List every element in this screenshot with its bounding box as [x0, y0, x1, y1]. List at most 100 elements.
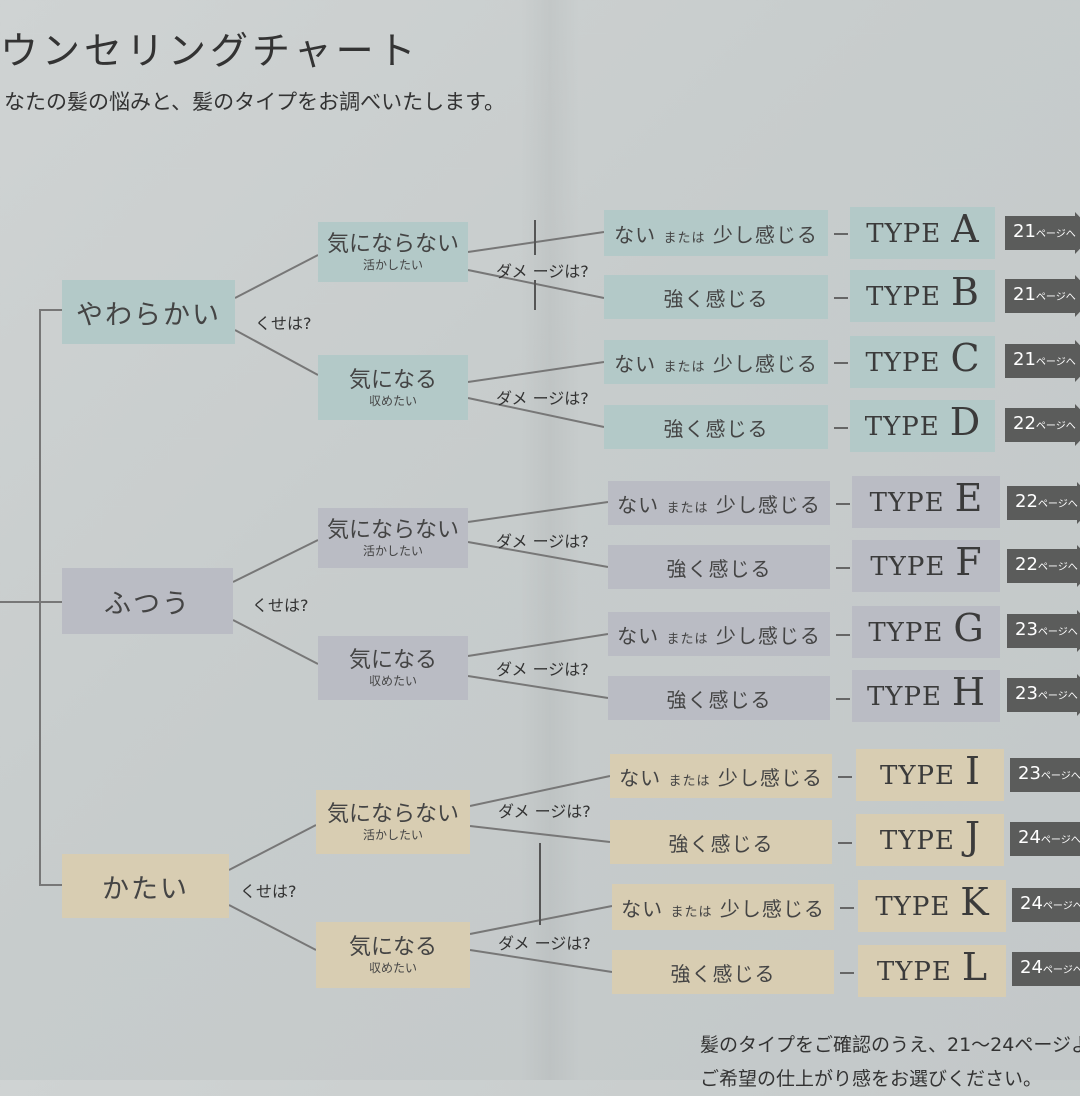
- group-normal-not-mind: 気にならない活かしたい: [318, 508, 468, 568]
- group-normal-mind: 気になる収めたい: [318, 636, 468, 700]
- answer-low: ない または 少し感じる: [608, 612, 830, 656]
- answer-high: 強く感じる: [608, 545, 830, 589]
- page-arrow-b: 21ページへ: [1005, 275, 1080, 317]
- page-arrow-l: 24ページへ: [1012, 948, 1080, 990]
- dash: [838, 776, 852, 778]
- page-arrow-f: 22ページへ: [1007, 545, 1080, 587]
- mid-main-label: 気になる: [348, 367, 437, 393]
- page-subtitle: なたの髪の悩みと、髪のタイプをお調べいたします。: [4, 90, 506, 114]
- page-number-label: 23ページへ: [1015, 683, 1078, 704]
- damage-question: ダメ ージは?: [496, 660, 589, 679]
- answer-high: 強く感じる: [612, 950, 834, 994]
- page-arrow-c: 21ページへ: [1005, 340, 1080, 382]
- group-hard: かたい: [62, 854, 229, 918]
- arrow-shape-icon: [1007, 610, 1080, 652]
- answer-low: ない または 少し感じる: [610, 754, 832, 798]
- arrow-shape-icon: [1012, 952, 1080, 986]
- answer-high: 強く感じる: [604, 405, 828, 449]
- arrow-shape-icon: [1005, 275, 1080, 317]
- page-number-label: 21ページへ: [1013, 284, 1076, 305]
- damage-question: ダメ ージは?: [496, 389, 589, 408]
- arrow-shape-icon: [1007, 674, 1080, 716]
- dash: [834, 297, 848, 299]
- mid-sub-label: 活かしたい: [362, 828, 423, 842]
- damage-question: ダメ ージは?: [496, 532, 589, 551]
- group-hard-label: かたい: [102, 873, 189, 905]
- answer-high: 強く感じる: [604, 275, 828, 319]
- footer-line-1: 髪のタイプをご確認のうえ、21〜24ページよ: [700, 1034, 1080, 1056]
- damage-question: ダメ ージは?: [496, 262, 589, 281]
- page-number-label: 22ページへ: [1015, 554, 1078, 575]
- mid-main-label: 気になる: [348, 935, 437, 960]
- mid-main-label: 気にならない: [326, 802, 459, 827]
- answer-high: 強く感じる: [608, 676, 830, 720]
- answer-low: ない または 少し感じる: [604, 340, 828, 384]
- page-title: ウンセリングチャート: [0, 29, 420, 73]
- mid-main-label: 気にならない: [326, 518, 459, 543]
- page-number-label: 22ページへ: [1015, 491, 1078, 512]
- damage-question: ダメ ージは?: [498, 934, 591, 953]
- page-arrow-h: 23ページへ: [1007, 674, 1080, 716]
- dash: [838, 842, 852, 844]
- page-number-label: 23ページへ: [1018, 763, 1080, 784]
- page-number-label: 23ページへ: [1015, 619, 1078, 640]
- mid-main-label: 気にならない: [326, 232, 459, 257]
- group-hard-mind: 気になる収めたい: [316, 922, 470, 988]
- page-arrow-e: 22ページへ: [1007, 482, 1080, 524]
- group-normal-label: ふつう: [104, 588, 191, 620]
- dash: [834, 362, 848, 364]
- footer-line-2: ご希望の仕上がり感をお選びください。: [700, 1068, 1043, 1090]
- mid-sub-label: 活かしたい: [362, 258, 423, 272]
- arrow-shape-icon: [1012, 888, 1080, 922]
- page-number-label: 24ページへ: [1020, 893, 1080, 914]
- answer-high: 強く感じる: [610, 820, 832, 864]
- dash: [836, 634, 850, 636]
- dash: [836, 567, 850, 569]
- mid-sub-label: 収めたい: [368, 961, 417, 975]
- answer-low: ない または 少し感じる: [604, 210, 828, 256]
- footer-note: 髪のタイプをご確認のうえ、21〜24ページよ ご希望の仕上がり感をお選びください…: [700, 1028, 1080, 1096]
- kuse-question: くせは?: [252, 596, 309, 615]
- page-number-label: 21ページへ: [1013, 349, 1076, 370]
- group-hard-not-mind: 気にならない活かしたい: [316, 790, 470, 854]
- page-arrow-d: 22ページへ: [1005, 404, 1080, 446]
- page-arrow-j: 24ページへ: [1010, 818, 1080, 860]
- mid-main-label: 気になる: [348, 648, 437, 673]
- kuse-question: くせは?: [255, 314, 312, 333]
- mid-sub-label: 収めたい: [368, 393, 417, 408]
- dash: [836, 698, 850, 700]
- arrow-shape-icon: [1007, 545, 1080, 587]
- page-arrow-g: 23ページへ: [1007, 610, 1080, 652]
- arrow-shape-icon: [1010, 754, 1080, 796]
- group-soft: やわらかい: [62, 280, 235, 344]
- page-fold-shadow: [520, 0, 580, 1080]
- arrow-shape-icon: [1005, 340, 1080, 382]
- group-normal: ふつう: [62, 568, 233, 634]
- page-number-label: 22ページへ: [1013, 413, 1076, 434]
- arrow-shape-icon: [1010, 818, 1080, 860]
- page-number-label: 24ページへ: [1018, 827, 1080, 848]
- mid-sub-label: 収めたい: [368, 674, 417, 688]
- dash: [840, 972, 854, 974]
- dash: [834, 427, 848, 429]
- arrow-shape-icon: [1007, 482, 1080, 524]
- damage-question: ダメ ージは?: [498, 802, 591, 821]
- dash: [840, 907, 854, 909]
- group-soft-mind: 気になる収めたい: [318, 355, 468, 420]
- group-soft-label: やわらかい: [76, 299, 221, 331]
- page-arrow-a: 21ページへ: [1005, 212, 1080, 254]
- answer-low: ない または 少し感じる: [612, 884, 834, 930]
- dash: [834, 233, 848, 235]
- arrow-shape-icon: [1005, 212, 1080, 254]
